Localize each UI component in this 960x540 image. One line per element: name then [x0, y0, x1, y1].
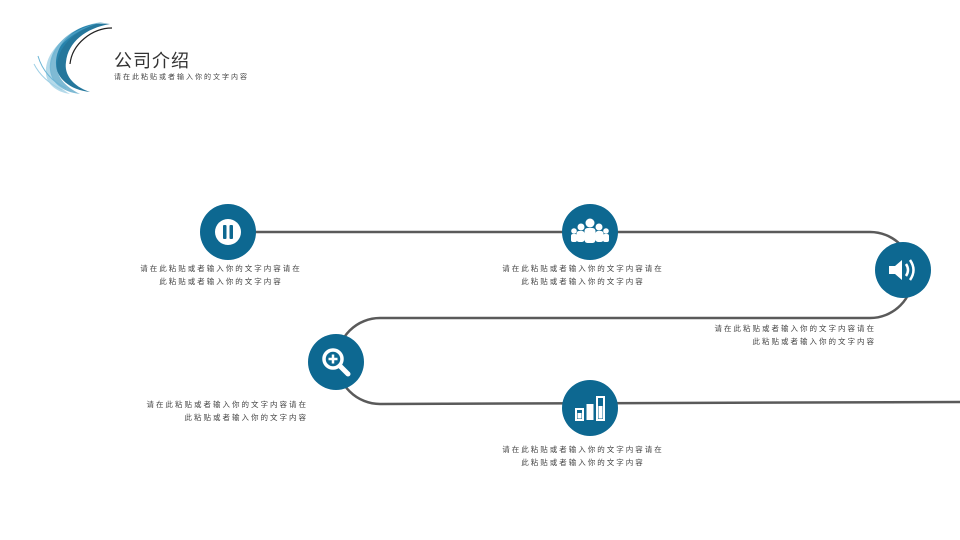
bar-chart-icon [575, 396, 605, 421]
page-title: 公司介绍 [114, 51, 190, 72]
people-icon [571, 218, 609, 243]
step-node-3[interactable] [875, 242, 931, 298]
step-node-2[interactable] [562, 204, 618, 260]
step-text-4: 请在此粘贴或者输入你的文字内容请在此粘贴或者输入你的文字内容 [146, 400, 308, 422]
step-text-5: 请在此粘贴或者输入你的文字内容请在此粘贴或者输入你的文字内容 [502, 445, 664, 467]
zoom-in-icon [322, 348, 351, 377]
page-subtitle: 请在此粘贴或者输入你的文字内容 [114, 73, 249, 81]
step-text-2: 请在此粘贴或者输入你的文字内容请在此粘贴或者输入你的文字内容 [502, 264, 664, 286]
step-text-1: 请在此粘贴或者输入你的文字内容请在此粘贴或者输入你的文字内容 [140, 264, 302, 286]
step-node-5[interactable] [562, 380, 618, 436]
speaker-icon [889, 259, 915, 281]
step-node-4[interactable] [308, 334, 364, 390]
step-node-1[interactable] [200, 204, 256, 260]
pause-icon [215, 219, 241, 245]
swoosh-logo [33, 22, 113, 94]
step-text-3: 请在此粘贴或者输入你的文字内容请在此粘贴或者输入你的文字内容 [714, 324, 876, 346]
